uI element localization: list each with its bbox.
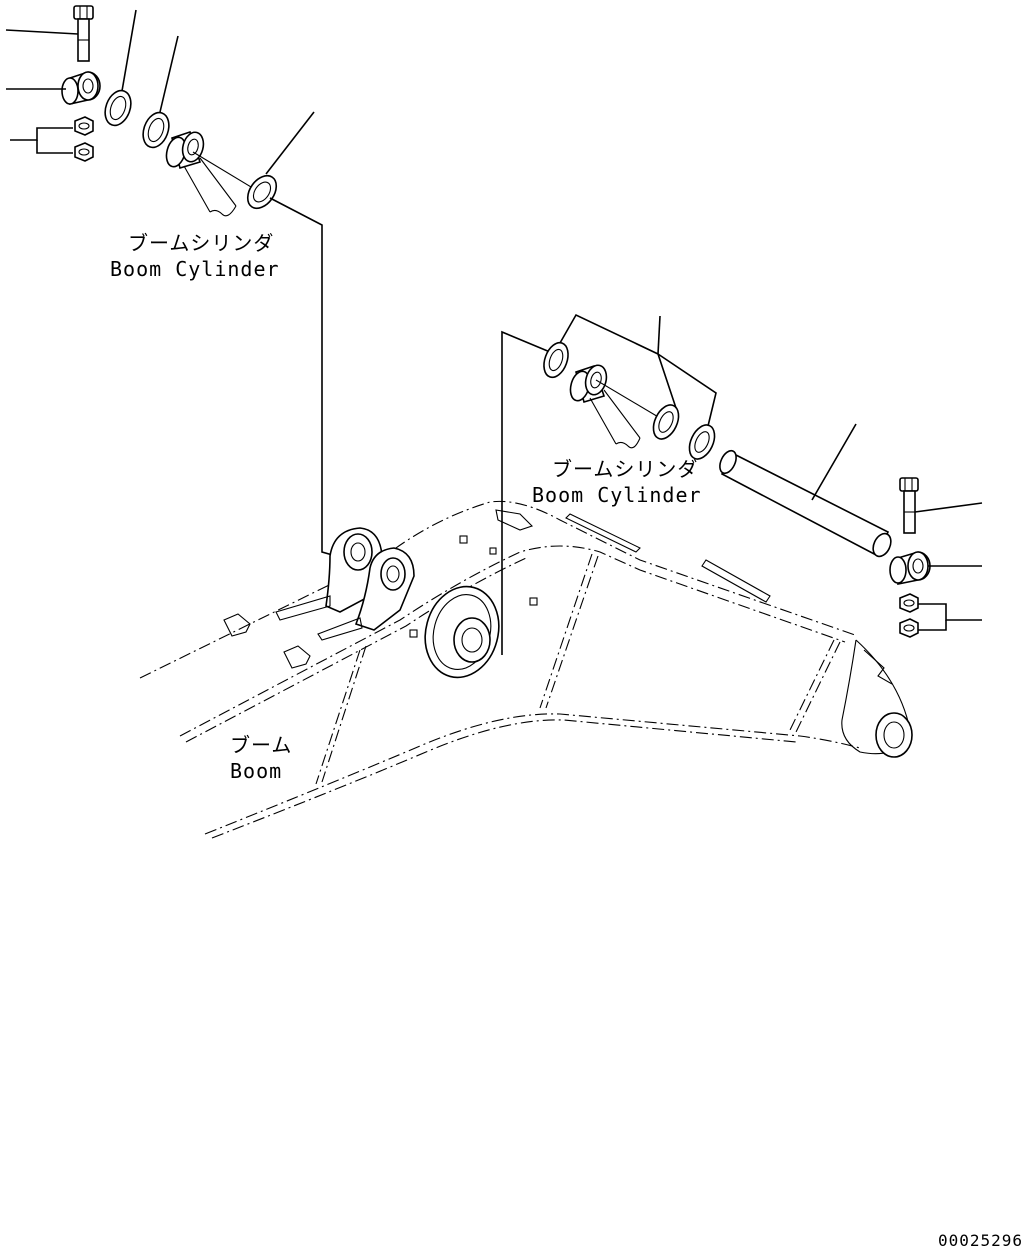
right-nut-lower — [899, 618, 919, 638]
left-shim-1 — [104, 89, 132, 127]
boom-pin — [719, 449, 892, 558]
upper-left-cylinder-label-en: Boom Cylinder — [110, 257, 280, 281]
left-bolt — [73, 5, 94, 62]
right-shim-1 — [543, 341, 569, 379]
right-cylinder-label-jp: ブームシリンダ — [552, 457, 698, 481]
right-cylinder-label-en: Boom Cylinder — [532, 483, 702, 507]
boom-label-en: Boom — [230, 759, 282, 783]
right-bushing — [569, 364, 608, 404]
left-nut-upper — [74, 116, 94, 136]
left-shim-2 — [142, 111, 170, 149]
boom-outline — [139, 500, 913, 839]
left-parts-group — [5, 5, 351, 561]
right-nut-upper — [899, 593, 919, 613]
hose-clamps — [223, 509, 771, 669]
left-nut-lower — [74, 142, 94, 162]
right-bolt — [899, 477, 919, 534]
left-shim-3 — [246, 174, 278, 210]
drawing-code: 00025296 — [938, 1231, 1023, 1250]
upper-left-cylinder-label-jp: ブームシリンダ — [128, 231, 274, 255]
right-shim-3 — [688, 424, 716, 460]
right-parts-group — [501, 313, 983, 655]
boom-label-jp: ブーム — [230, 733, 292, 757]
right-collar — [889, 551, 931, 585]
left-collar — [61, 71, 101, 105]
right-shim-2 — [652, 404, 680, 440]
left-bushing — [165, 130, 205, 170]
